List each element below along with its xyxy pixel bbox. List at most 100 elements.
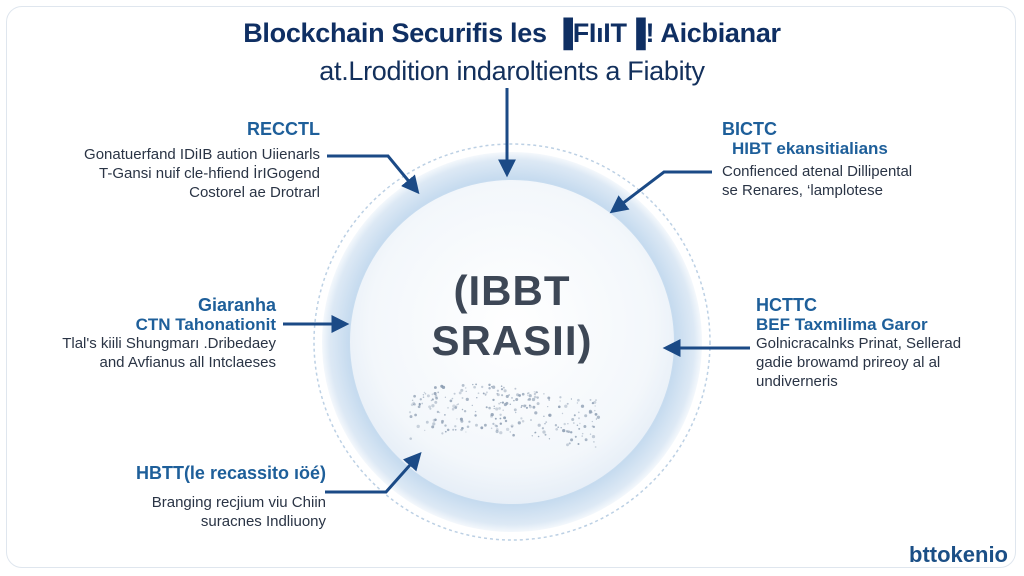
particle-dot	[595, 418, 598, 420]
particle-dot	[436, 410, 440, 414]
particle-dot	[555, 427, 559, 431]
particle-dot	[471, 404, 473, 407]
particle-dot	[505, 394, 509, 398]
particle-dot	[563, 422, 566, 426]
particle-dot	[521, 404, 523, 407]
block-top-right-heading: BICTC	[722, 119, 777, 139]
particle-dot	[460, 429, 462, 431]
particle-dot	[567, 423, 569, 425]
particle-dot	[496, 389, 500, 392]
particle-dot	[484, 423, 487, 427]
particle-dot	[431, 393, 434, 396]
particle-dot	[429, 407, 432, 410]
block-mid-right-line-1: Golnicracalnks Prinat, Sellerad	[756, 335, 962, 352]
particle-dot	[531, 435, 533, 437]
particle-dot	[494, 424, 497, 427]
particle-dot	[509, 431, 511, 433]
particle-dot	[426, 394, 430, 398]
particle-dot	[567, 430, 571, 434]
particle-dot	[534, 431, 537, 434]
particle-dot	[498, 407, 501, 410]
particle-dot	[562, 428, 566, 433]
particle-dot	[591, 401, 595, 405]
particle-dot	[581, 435, 583, 437]
particle-dot	[418, 402, 421, 405]
particle-dot	[409, 437, 412, 440]
particle-dot	[414, 413, 417, 417]
particle-dot	[566, 402, 569, 405]
particle-dot	[488, 383, 491, 387]
particle-dot	[541, 427, 545, 430]
particle-dot	[431, 404, 435, 408]
particle-dot	[454, 406, 458, 410]
particle-dot	[495, 424, 498, 428]
particle-dot	[468, 420, 471, 423]
particle-dot	[588, 411, 592, 414]
particle-dot	[499, 417, 502, 420]
particle-dot	[504, 419, 508, 423]
particle-dot	[511, 396, 513, 399]
particle-dot	[488, 406, 492, 410]
title-line-1: Blockchain Securifis les ▐FIıIT▐! Aicbia…	[243, 18, 781, 48]
particle-dot	[561, 412, 564, 415]
particle-dot	[452, 404, 456, 408]
particle-dot	[433, 386, 437, 389]
particle-dot	[532, 405, 536, 409]
particle-dot	[499, 431, 503, 435]
particle-dot	[521, 392, 525, 396]
particle-dot	[465, 390, 467, 392]
particle-dot	[498, 402, 501, 405]
particle-dot	[461, 427, 464, 430]
block-mid-right-line-3: undiverneris	[756, 373, 838, 390]
outer-dashed-ring	[313, 143, 711, 541]
particle-dot	[449, 399, 453, 403]
particle-dot	[447, 406, 449, 409]
block-mid-left-subheading: CTN Tahonationit	[135, 315, 276, 334]
block-top-right-line-2: se Renares, ‘lamplotese	[722, 182, 883, 199]
particle-dot	[525, 406, 529, 409]
particle-dot	[557, 405, 561, 409]
particle-dot	[576, 402, 579, 404]
particle-dot	[473, 385, 476, 389]
particle-dot	[536, 396, 539, 399]
particle-dot	[577, 442, 580, 446]
particle-dot	[484, 394, 487, 396]
particle-dot	[434, 418, 437, 422]
particle-dot	[428, 405, 432, 409]
particle-dot	[527, 392, 529, 395]
particle-dot	[528, 394, 532, 398]
center-label-line-2: SRASII)	[431, 317, 593, 364]
particle-dot	[451, 407, 455, 411]
particle-dot	[543, 393, 545, 395]
particle-dot	[514, 411, 517, 414]
particle-dot	[509, 403, 512, 406]
particle-dot	[434, 400, 438, 404]
particle-dot	[591, 434, 596, 439]
particle-dot	[441, 419, 444, 423]
particle-dot	[502, 409, 504, 411]
particle-dot	[451, 397, 454, 400]
particle-dot	[422, 394, 425, 396]
particle-dot	[432, 422, 436, 426]
particle-dot	[577, 411, 580, 414]
particle-dot	[460, 428, 463, 432]
particle-dot	[533, 395, 537, 399]
arrow-top-left	[327, 154, 420, 195]
title-line-2: at.Lrodition indaroltients a Fiabity	[319, 56, 705, 86]
particle-dot	[491, 385, 496, 389]
block-mid-right-subheading: BEF Taxmilima Garor	[756, 315, 928, 334]
particle-dot	[584, 414, 588, 418]
particle-dot	[490, 427, 493, 430]
block-mid-left-line-2: and Avfianus all Intclaeses	[99, 354, 276, 371]
block-top-left-line-1: Gonatuerfand IDiIB aution Uiienarls	[84, 146, 320, 163]
particle-dot	[530, 419, 532, 421]
particle-dot	[465, 397, 469, 401]
particle-dot	[584, 438, 588, 442]
particle-dot	[474, 410, 477, 413]
particle-dot	[461, 408, 464, 411]
particle-dot	[477, 392, 480, 395]
particle-dot	[446, 428, 450, 432]
particle-dot	[596, 415, 601, 419]
connector-arrows	[283, 88, 750, 494]
particle-dot	[589, 433, 592, 435]
